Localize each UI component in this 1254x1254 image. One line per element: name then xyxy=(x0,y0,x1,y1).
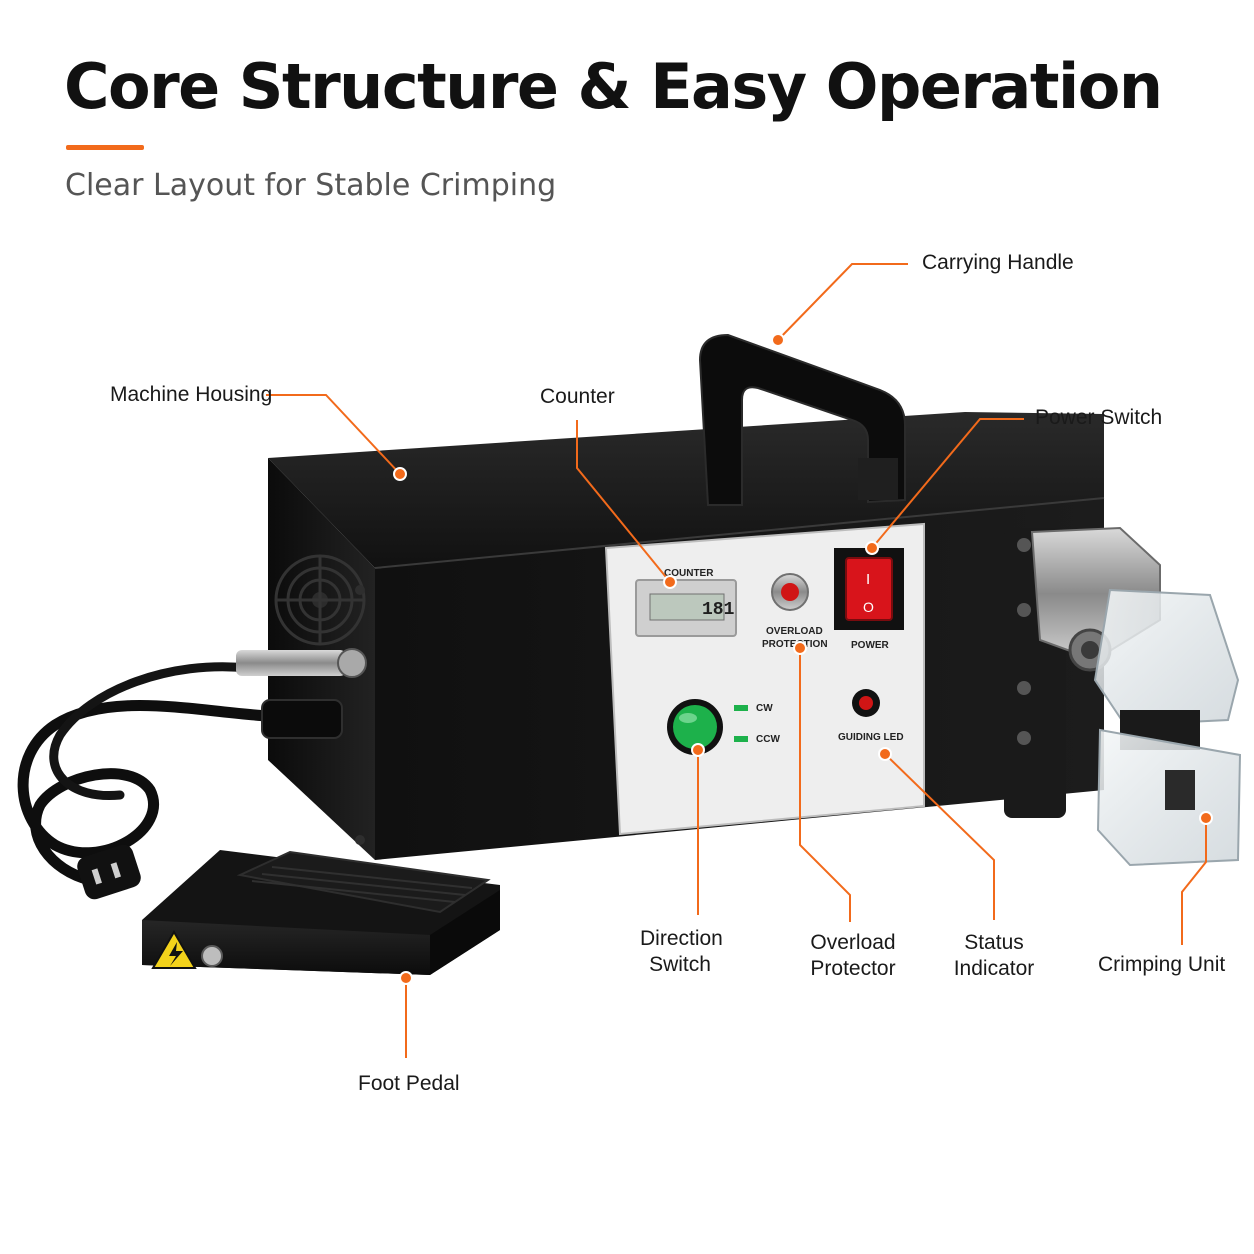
page-title: Core Structure & Easy Operation xyxy=(64,50,1163,123)
callout-leader-lines xyxy=(266,263,1207,1058)
crimping-unit xyxy=(1004,526,1242,867)
power-plug-icon xyxy=(77,844,141,900)
counter-value: 181 xyxy=(702,600,735,620)
cable-connector xyxy=(236,648,367,678)
callout-status-indicator: Status Indicator xyxy=(953,931,1035,980)
overload-label-line1: OVERLOAD xyxy=(766,626,823,637)
foot-pedal xyxy=(142,850,500,975)
warning-triangle-icon xyxy=(151,930,197,969)
callout-direction-switch: Direction Switch xyxy=(640,927,723,976)
counter-screen xyxy=(649,593,725,621)
callout-machine-housing: Machine Housing xyxy=(110,383,273,406)
switch-off-glyph: O xyxy=(863,599,874,615)
power-rocker-switch[interactable]: I O xyxy=(834,548,904,630)
guiding-led-label: GUIDING LED xyxy=(838,732,904,743)
guiding-led xyxy=(852,689,880,717)
direction-switch-button[interactable] xyxy=(667,699,723,755)
pedal-cable xyxy=(49,662,253,801)
overload-protector-button[interactable] xyxy=(771,573,809,611)
callout-anchor-dots xyxy=(393,333,1213,985)
switch-on-glyph: I xyxy=(866,571,870,588)
callout-power-switch: Power Switch xyxy=(1035,406,1163,429)
ccw-label: CCW xyxy=(756,734,780,745)
callout-foot-pedal: Foot Pedal xyxy=(358,1072,460,1095)
fan-grille-icon xyxy=(274,554,366,646)
cw-led xyxy=(734,705,748,711)
callout-overload-protector: Overload Protector xyxy=(810,931,896,980)
page-subtitle: Clear Layout for Stable Crimping xyxy=(65,168,557,203)
callout-counter: Counter xyxy=(540,385,615,408)
carrying-handle xyxy=(698,333,906,506)
power-cord xyxy=(17,700,274,886)
title-accent-rule xyxy=(66,145,144,150)
ccw-led xyxy=(734,736,748,742)
counter-panel-label: COUNTER xyxy=(664,568,714,579)
cw-label: CW xyxy=(756,703,773,714)
callout-carrying-handle: Carrying Handle xyxy=(922,251,1074,274)
callout-crimping-unit: Crimping Unit xyxy=(1098,953,1226,976)
power-inlet xyxy=(261,699,343,739)
power-panel-label: POWER xyxy=(851,640,890,651)
